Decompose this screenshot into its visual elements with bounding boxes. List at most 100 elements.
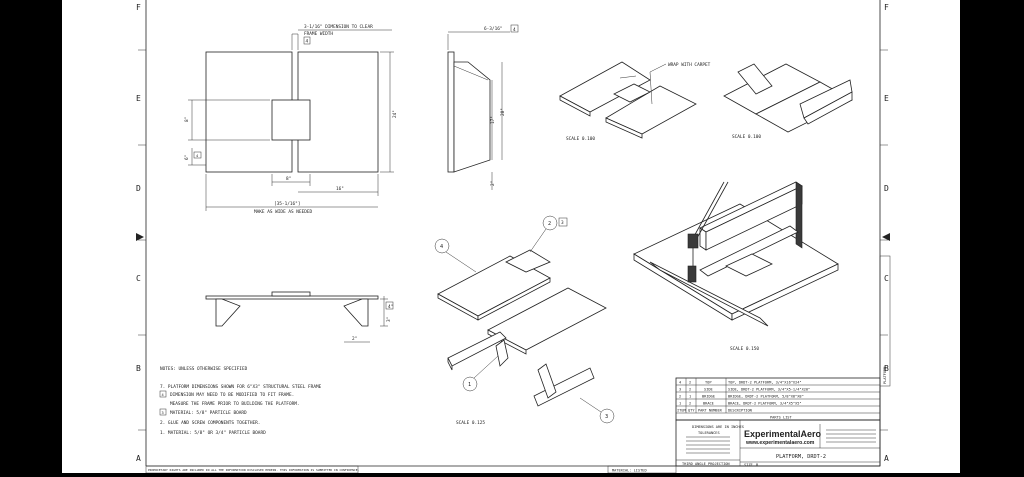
front-view: 4" 3" 2" xyxy=(205,291,393,343)
assembly-lever xyxy=(691,181,725,241)
iso1-bridge xyxy=(613,83,651,103)
parts-row-1-qty: 2 xyxy=(689,381,691,385)
company-website: www.experimentalaero.com xyxy=(745,440,815,446)
parts-row-2-item: 3 xyxy=(679,388,681,392)
parts-header-desc: DESCRIPTION xyxy=(728,409,752,413)
balloon-4 xyxy=(434,238,450,254)
company-logo-text: ExperimentalAero xyxy=(744,429,822,439)
note-1: 1. MATERIAL: 5/8" OR 3/4" PARTICLE BOARD xyxy=(160,430,266,436)
note-4-flag: 4 xyxy=(162,393,164,397)
part1-brace-a xyxy=(495,339,509,367)
parts-row-1-item: 4 xyxy=(679,381,681,385)
iso-view-2: SCALE 0.100 xyxy=(723,63,853,140)
dim-left-8: 8" xyxy=(184,117,190,122)
tb-dims-label: DIMENSIONS ARE IN INCHES xyxy=(692,425,744,429)
dim-side-2: 2" xyxy=(490,181,496,186)
zone-letter-right-e: E xyxy=(884,94,889,103)
parts-row-2-qty: 2 xyxy=(689,388,691,392)
parts-row-3-desc: BRIDGE, DRDT-2 PLATFORM, 5/8"X8"X8" xyxy=(728,395,804,399)
exploded-view: 4 2 3 1 3 SCALE 0.125 xyxy=(434,215,615,426)
zone-letter-left-e: E xyxy=(136,94,141,103)
iso2-brace-1 xyxy=(737,63,773,95)
side-view: 6-3/16" 4 17" 20" 2" xyxy=(447,24,519,190)
parts-row-4-item: 1 xyxy=(679,402,681,406)
dim-overall-note: MAKE AS WIDE AS NEEDED xyxy=(254,209,313,215)
front-view-top xyxy=(205,295,379,300)
dim-front-4: 4" xyxy=(388,304,393,310)
dim-bottom-8: 8" xyxy=(286,176,291,182)
front-view-bridge xyxy=(271,291,311,297)
parts-list-title: PARTS LIST xyxy=(770,416,792,420)
notes-block: NOTES: UNLESS OTHERWISE SPECIFIED 7. PLA… xyxy=(159,366,322,436)
parts-header-qty: QTY xyxy=(688,409,695,413)
zone-letter-left-c: C xyxy=(136,274,141,283)
front-view-brace-left xyxy=(215,298,241,327)
zone-letter-left-b: B xyxy=(136,364,141,373)
dim-side-20: 20" xyxy=(500,108,506,116)
parts-row-1-desc: TOP, DRDT-2 PLATFORM, 3/4"X16"X24" xyxy=(728,381,802,385)
zone-letter-right-a: A xyxy=(884,454,889,463)
dim-right-24: 24" xyxy=(392,110,398,118)
note-3-flag: 3 xyxy=(162,411,164,415)
front-view-brace-right xyxy=(343,298,369,327)
part1-brace-b xyxy=(537,363,557,399)
side-view-top-edge xyxy=(447,51,455,173)
dim-side-top-flag: 4 xyxy=(513,27,516,33)
parts-row-3-item: 2 xyxy=(679,395,681,399)
part2-bridge xyxy=(505,249,551,273)
scale-label-4: SCALE 0.125 xyxy=(456,420,485,426)
dim-side-17: 17" xyxy=(490,116,496,124)
scale-label-3: SCALE 0.150 xyxy=(730,346,759,352)
note-4a: DIMENSION MAY NEED TO BE MODIFIED TO FIT… xyxy=(170,392,294,398)
dim-clear-frame-2: FRAME WIDTH xyxy=(304,31,333,37)
parts-row-4-qty: 2 xyxy=(689,402,691,406)
title-block: DIMENSIONS ARE IN INCHES TOLERANCES THIR… xyxy=(675,419,881,467)
balloon-2-flag: 3 xyxy=(561,220,564,226)
dim-side-top: 6-3/16" xyxy=(484,26,503,32)
tb-projection: THIRD ANGLE PROJECTION xyxy=(682,462,730,466)
tb-size-label: SIZE xyxy=(744,463,753,467)
center-mark-left xyxy=(136,233,144,241)
tb-size-value: B xyxy=(756,463,758,467)
dim-clear-frame: 3-1/16" DIMENSION TO CLEAR xyxy=(304,24,373,30)
scale-label-1: SCALE 0.100 xyxy=(566,136,595,142)
assembly-pad xyxy=(725,253,773,277)
top-view: 3-1/16" DIMENSION TO CLEAR FRAME WIDTH 4… xyxy=(184,24,398,215)
note-4b: MEASURE THE FRAME PRIOR TO BUILDING THE … xyxy=(170,401,300,407)
balloon-1 xyxy=(462,376,478,392)
balloon-2 xyxy=(542,215,558,231)
revision-strip-label: PLATFORM xyxy=(883,366,887,384)
dim-front-3: 3" xyxy=(386,317,392,322)
parts-row-2-desc: SIDE, DRDT-2 PLATFORM, 3/4"X5-1/4"X20" xyxy=(728,388,810,392)
balloon-2-label: 2 xyxy=(548,221,551,227)
drawing-title: PLATFORM, DRDT-2 xyxy=(776,454,826,460)
proprietary-notice: PROPRIETARY RIGHTS ARE INCLUDED IN ALL T… xyxy=(148,468,360,472)
zone-letter-right-d: D xyxy=(884,184,889,193)
assembly-view: SCALE 0.150 xyxy=(633,181,839,352)
parts-row-1-part: TOP xyxy=(705,381,712,385)
tb-tol-label: TOLERANCES xyxy=(698,431,720,435)
notes-title: NOTES: UNLESS OTHERWISE SPECIFIED xyxy=(160,366,248,372)
parts-row-2-part: SIDE xyxy=(704,388,713,392)
balloon-1-label: 1 xyxy=(468,382,471,388)
iso-view-1: WRAP WITH CARPET SCALE 0.100 xyxy=(559,61,711,142)
zone-letter-left-a: A xyxy=(136,454,141,463)
dim-front-2: 2" xyxy=(352,336,357,342)
parts-header-part: PART NUMBER xyxy=(698,409,723,413)
top-view-bridge xyxy=(271,99,311,141)
side-view-profile xyxy=(453,61,491,173)
center-mark-right xyxy=(882,233,890,241)
dim-left-flag: 4 xyxy=(196,154,198,158)
zone-letter-top-left: F xyxy=(136,3,141,12)
balloon-3-label: 3 xyxy=(605,414,608,420)
note-2: 2. GLUE AND SCREW COMPONENTS TOGETHER. xyxy=(160,420,260,426)
parts-row-3-qty: 1 xyxy=(689,395,691,399)
dim-bottom-16: 16" xyxy=(336,186,344,192)
zone-letter-right-b: B xyxy=(884,364,889,373)
dim-overall: [35-1/16"] xyxy=(274,201,300,207)
zone-letter-right-c: C xyxy=(884,274,889,283)
zone-letter-top-right: F xyxy=(884,3,889,12)
balloon-4-label: 4 xyxy=(440,244,443,250)
